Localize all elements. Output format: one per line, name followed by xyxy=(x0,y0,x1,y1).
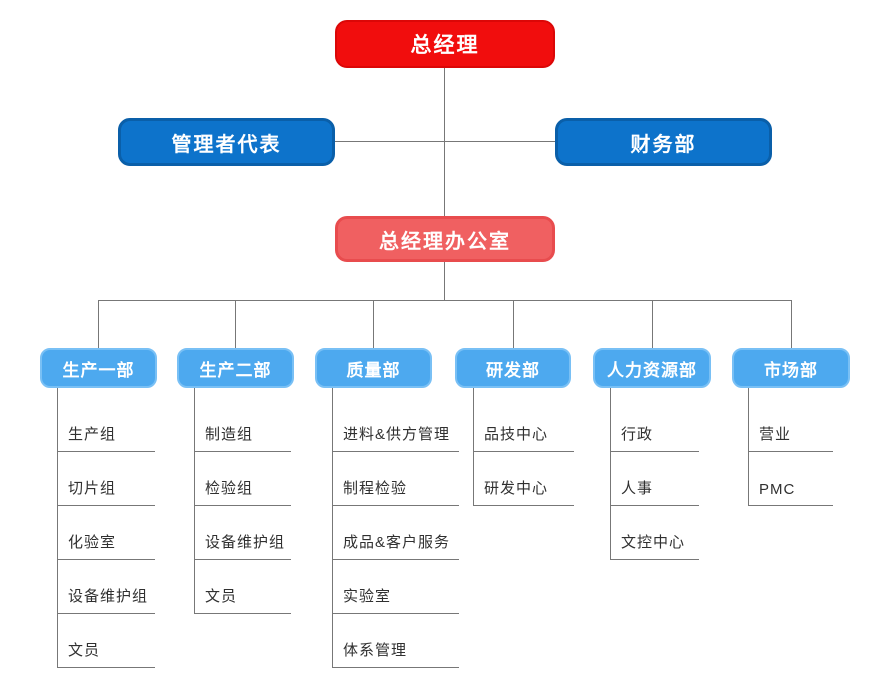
org-leaf-item: 人事 xyxy=(611,452,699,506)
org-leaf-item: 生产组 xyxy=(58,388,155,452)
connector-drop-hr xyxy=(652,300,653,348)
org-leaf-item: 设备维护组 xyxy=(195,506,291,560)
connector-departments-bus xyxy=(98,300,791,301)
leaf-list-production1: 生产组 切片组 化验室 设备维护组 文员 xyxy=(57,388,155,668)
org-leaf-item: 切片组 xyxy=(58,452,155,506)
leaf-list-rnd: 品技中心 研发中心 xyxy=(473,388,574,506)
leaf-list-hr: 行政 人事 文控中心 xyxy=(610,388,699,560)
connector-drop-market xyxy=(791,300,792,348)
org-leaf-item: 成品&客户服务 xyxy=(333,506,459,560)
org-leaf-item: 制程检验 xyxy=(333,452,459,506)
connector-office-vertical xyxy=(444,262,445,300)
org-leaf-item: 文员 xyxy=(58,614,155,668)
org-node-dept-hr: 人力资源部 xyxy=(593,348,711,388)
leaf-list-production2: 制造组 检验组 设备维护组 文员 xyxy=(194,388,291,614)
leaf-list-quality: 进料&供方管理 制程检验 成品&客户服务 实验室 体系管理 xyxy=(332,388,459,668)
org-leaf-item: 检验组 xyxy=(195,452,291,506)
connector-drop-production2 xyxy=(235,300,236,348)
org-node-gm-office: 总经理办公室 xyxy=(335,216,555,262)
org-node-general-manager: 总经理 xyxy=(335,20,555,68)
org-leaf-item: 体系管理 xyxy=(333,614,459,668)
org-node-dept-rnd: 研发部 xyxy=(455,348,571,388)
org-node-dept-production1: 生产一部 xyxy=(40,348,157,388)
org-leaf-item: 文员 xyxy=(195,560,291,614)
org-node-finance-department: 财务部 xyxy=(555,118,772,166)
connector-level2-horizontal xyxy=(335,141,555,142)
org-leaf-item: 化验室 xyxy=(58,506,155,560)
org-leaf-item: 设备维护组 xyxy=(58,560,155,614)
org-leaf-item: 制造组 xyxy=(195,388,291,452)
org-leaf-item: PMC xyxy=(749,452,833,506)
org-leaf-item: 文控中心 xyxy=(611,506,699,560)
org-leaf-item: 品技中心 xyxy=(474,388,574,452)
org-node-dept-production2: 生产二部 xyxy=(177,348,294,388)
org-leaf-item: 实验室 xyxy=(333,560,459,614)
org-leaf-item: 进料&供方管理 xyxy=(333,388,459,452)
org-leaf-item: 行政 xyxy=(611,388,699,452)
org-leaf-item: 研发中心 xyxy=(474,452,574,506)
connector-drop-quality xyxy=(373,300,374,348)
org-node-dept-quality: 质量部 xyxy=(315,348,432,388)
org-leaf-item: 营业 xyxy=(749,388,833,452)
connector-drop-production1 xyxy=(98,300,99,348)
connector-root-vertical xyxy=(444,68,445,216)
connector-drop-rnd xyxy=(513,300,514,348)
leaf-list-market: 营业 PMC xyxy=(748,388,833,506)
org-node-management-representative: 管理者代表 xyxy=(118,118,335,166)
org-node-dept-market: 市场部 xyxy=(732,348,850,388)
